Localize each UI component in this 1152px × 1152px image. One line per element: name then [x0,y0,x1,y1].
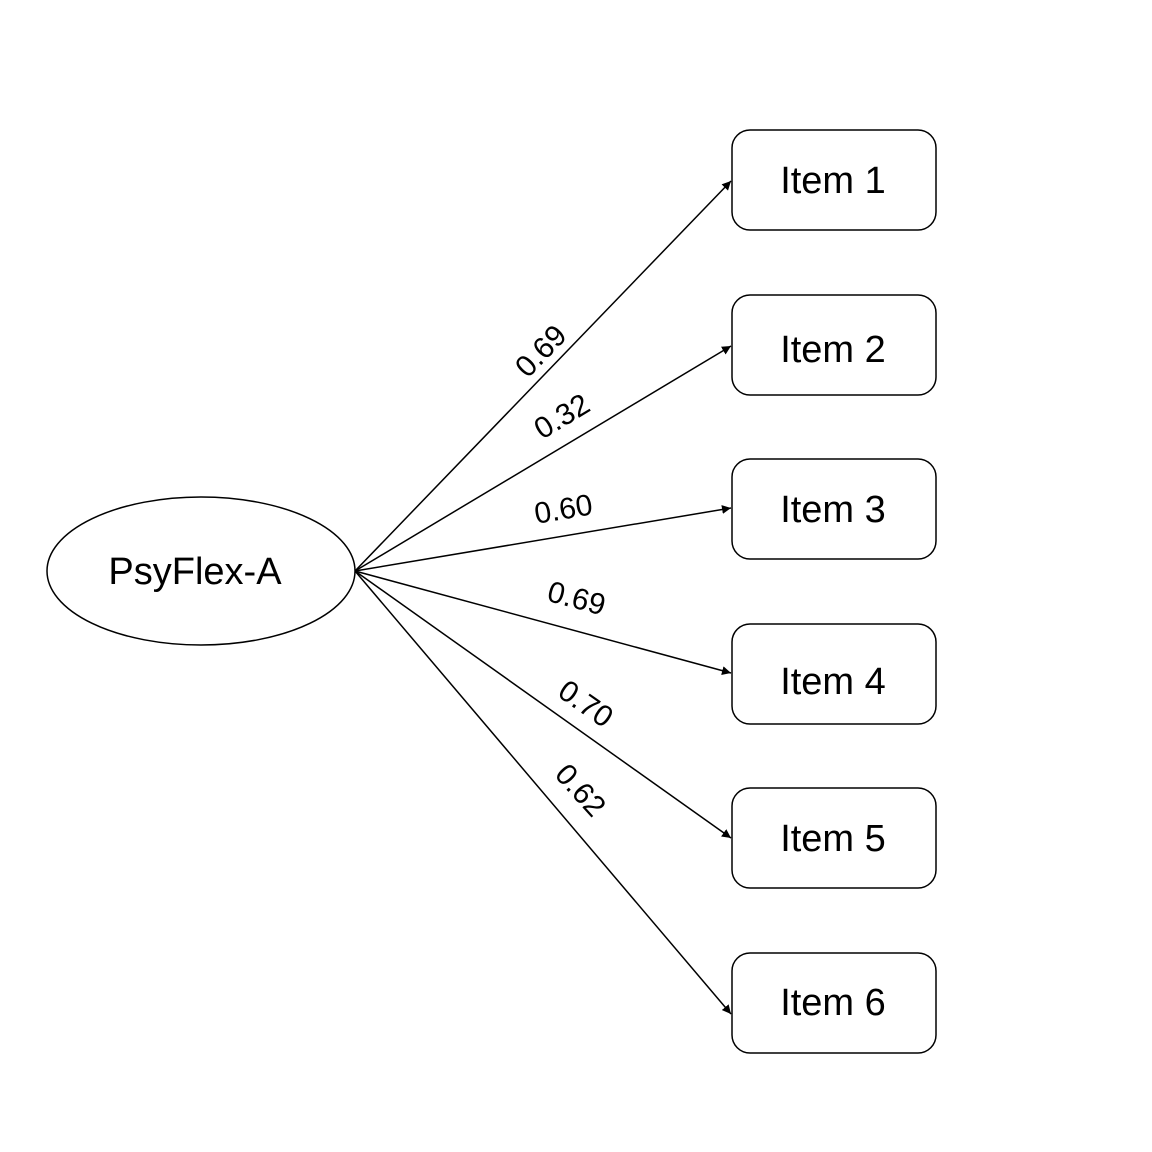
latent-label: PsyFlex-A [108,551,282,593]
item-box [731,623,937,725]
edge-item-6 [354,570,732,1015]
edge-item-5 [354,570,732,839]
edge-item-1 [354,180,732,572]
item-box [731,952,937,1054]
item-box [731,458,937,560]
item-node-4: Item 4 [731,623,937,725]
item-label: Item 3 [780,489,886,531]
item-node-3: Item 3 [731,458,937,560]
item-node-6: Item 6 [731,952,937,1054]
edge-item-3 [354,505,732,572]
item-node-5: Item 5 [731,787,937,889]
latent-node: PsyFlex-A [46,496,356,646]
latent-ellipse [46,496,356,646]
item-box [731,787,937,889]
loading-edges [354,180,732,1015]
loading-label-item-5: 0.70 [552,674,619,735]
item-label: Item 4 [780,661,886,703]
loading-label-item-2: 0.32 [529,388,596,446]
loading-label-item-1: 0.69 [509,319,573,384]
item-label: Item 5 [780,818,886,860]
loading-label-item-3: 0.60 [532,489,595,531]
item-box [731,294,937,396]
loading-label-item-6: 0.62 [548,758,612,823]
item-node-2: Item 2 [731,294,937,396]
loading-label-item-4: 0.69 [544,575,609,622]
item-label: Item 1 [780,160,886,202]
item-box [731,129,937,231]
item-label: Item 2 [780,329,886,371]
item-node-1: Item 1 [731,129,937,231]
edge-item-2 [354,345,732,572]
edge-item-4 [354,570,732,675]
item-label: Item 6 [780,982,886,1024]
